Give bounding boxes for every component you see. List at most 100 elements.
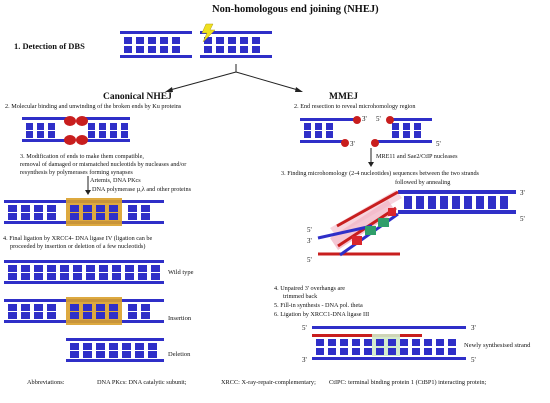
base-pair (128, 312, 137, 319)
base-pair (138, 265, 147, 272)
base-pair (400, 348, 408, 355)
base-pair (110, 123, 117, 130)
base-pair (21, 273, 30, 280)
nuclease-arrowhead-icon (368, 162, 374, 167)
base-pair (412, 348, 420, 355)
base-pair (21, 205, 30, 212)
outcome-deletion: Deletion (168, 351, 191, 358)
base-pair (96, 304, 105, 311)
repaired-dna (312, 326, 466, 360)
base-pair (109, 304, 118, 311)
base-pair (112, 265, 121, 272)
base-pair (172, 37, 180, 44)
base-pair (464, 196, 472, 203)
base-pair (448, 348, 456, 355)
base-pair (128, 304, 137, 311)
base-pair (34, 213, 43, 220)
final-5prime-left: 5' (302, 324, 307, 332)
base-pair (340, 348, 348, 355)
mmej-step3-line2: followed by annealing (395, 179, 450, 186)
base-pair (392, 123, 399, 130)
strand-3prime-a: 3' (362, 115, 367, 123)
y-label-3prime-left: 3' (307, 237, 312, 245)
base-pair (70, 205, 79, 212)
base-pair (136, 46, 144, 53)
insertion-dna (4, 297, 164, 325)
canonical-step3-line1: 3. Modification of ends to make them com… (20, 153, 144, 160)
base-pair (109, 213, 118, 220)
base-pair (83, 213, 92, 220)
base-pair (403, 123, 410, 130)
base-pair (34, 205, 43, 212)
base-pair (141, 205, 150, 212)
base-pair (364, 348, 372, 355)
mmej-step3-line1: 3. Finding microhomology (2-4 nucleotide… (281, 170, 480, 177)
base-pair (151, 273, 160, 280)
base-pair (47, 304, 56, 311)
y-label-5prime-bottom: 5' (307, 256, 312, 264)
lightning-bolt-icon (201, 23, 216, 43)
base-pair (21, 213, 30, 220)
canonical-step3-line3: resynthesis by polymerases forming synap… (20, 169, 133, 176)
base-pair (83, 205, 92, 212)
protein-end (371, 139, 379, 147)
base-pair (121, 131, 128, 138)
base-pair (436, 348, 444, 355)
base-pair (70, 351, 79, 358)
ku-protein (76, 116, 88, 126)
base-pair (96, 343, 105, 350)
base-pair (416, 196, 424, 203)
base-pair (328, 348, 336, 355)
base-pair (424, 339, 432, 346)
base-pair (388, 339, 396, 346)
base-pair (315, 131, 322, 138)
y-label-3prime-top: 3' (520, 189, 525, 197)
base-pair (304, 123, 311, 130)
base-pair (99, 123, 106, 130)
base-pair (48, 131, 55, 138)
base-pair (340, 339, 348, 346)
base-pair (404, 196, 412, 203)
base-pair (352, 339, 360, 346)
base-pair (440, 202, 448, 209)
base-pair (124, 46, 132, 53)
base-pair (125, 273, 134, 280)
base-pair (8, 213, 17, 220)
base-pair (8, 265, 17, 272)
base-pair (424, 348, 432, 355)
microhomology-green (378, 218, 389, 227)
base-pair (315, 123, 322, 130)
base-pair (73, 265, 82, 272)
mmej-step2: 2. End resection to reveal microhomology… (294, 103, 415, 110)
base-pair (88, 123, 95, 130)
branch-arrows (169, 64, 299, 91)
base-pair (326, 131, 333, 138)
base-pair (364, 339, 372, 346)
base-pair (326, 123, 333, 130)
base-pair (96, 312, 105, 319)
mmej-step5: 5. Fill-in synthesis - DNA pol. theta (274, 302, 363, 309)
strand-3prime-c: 3' (350, 140, 355, 148)
base-pair (452, 196, 460, 203)
base-pair (21, 304, 30, 311)
base-pair (128, 213, 137, 220)
base-pair (136, 37, 144, 44)
base-pair (476, 196, 484, 203)
base-pair (99, 131, 106, 138)
protein-end (386, 116, 394, 124)
base-pair (403, 131, 410, 138)
base-pair (414, 131, 421, 138)
base-pair (83, 343, 92, 350)
base-pair (125, 265, 134, 272)
base-pair (440, 196, 448, 203)
microhomology-green (365, 226, 376, 235)
base-pair (99, 273, 108, 280)
base-pair (304, 131, 311, 138)
step-detection-label: 1. Detection of DBS (14, 41, 85, 51)
base-pair (122, 343, 131, 350)
base-pair (172, 46, 180, 53)
base-pair (121, 123, 128, 130)
base-pair (316, 339, 324, 346)
diagram-title: Non-homologous end joining (NHEJ) (212, 4, 379, 15)
